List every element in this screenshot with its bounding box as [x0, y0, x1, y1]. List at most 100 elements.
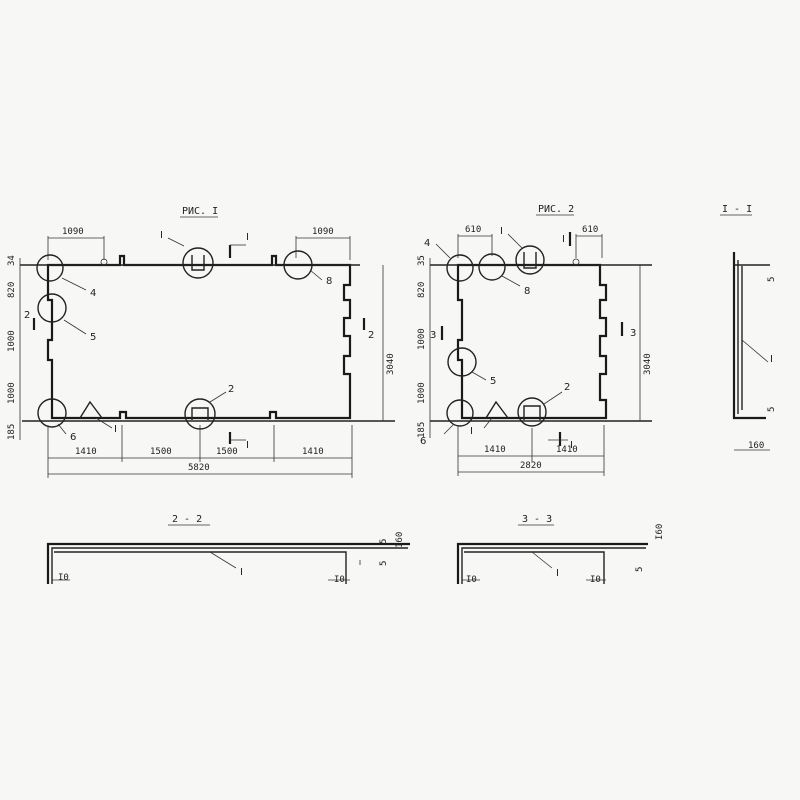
section-mark-label: I — [246, 232, 249, 243]
leader — [57, 423, 67, 435]
sect-2-label: 5 — [379, 539, 389, 544]
leader — [61, 277, 87, 291]
section-mark-label: I — [562, 234, 565, 245]
dim-left-1: 35 — [417, 255, 427, 266]
sect-2-label: 5 — [379, 561, 389, 566]
dim-left-3: 1000 — [7, 330, 17, 352]
sect-i-label: I — [770, 354, 773, 365]
section-2-2-top — [46, 542, 410, 584]
callout-label: 5 — [90, 332, 96, 343]
dim-left-4: 1000 — [417, 382, 427, 404]
dim-top-1: 1090 — [62, 227, 84, 237]
leader — [95, 417, 113, 429]
dim-top-2: 1090 — [312, 227, 334, 237]
section-mark-label: 3 — [430, 330, 436, 341]
dim-left-1: 34 — [7, 255, 17, 266]
leader — [507, 233, 523, 249]
leader — [483, 417, 493, 429]
dim-left-3: 1000 — [417, 328, 427, 350]
callout-label: 2 — [228, 384, 234, 395]
detail-circle-4 — [36, 254, 64, 282]
detail-lug-1 — [191, 255, 205, 271]
leader — [209, 551, 237, 569]
section-3-3: 3 - 3 I60 5 I I0 I0 — [456, 514, 665, 585]
leader — [435, 243, 451, 259]
dim-left-2: 820 — [7, 282, 17, 298]
dim-top-1: 610 — [465, 225, 481, 235]
lifting-loop-fig1 — [79, 400, 103, 419]
section-i-i-outline — [732, 252, 766, 420]
figure-1: РИС. I 1090 1090 1410 1500 — [7, 206, 396, 478]
callout-label: 6 — [70, 432, 76, 443]
dim-bottom-4: 1410 — [302, 447, 324, 457]
callout-label: 8 — [326, 276, 332, 287]
sect-3-label: 5 — [635, 567, 645, 572]
leader — [471, 371, 487, 381]
section-2-2-mid — [51, 547, 408, 584]
dim-top-2: 610 — [582, 225, 598, 235]
detail-circle-6 — [37, 398, 67, 428]
detail-circle-6 — [446, 399, 474, 427]
section-mark-label: I — [570, 440, 573, 451]
dim-left-5: 185 — [7, 424, 17, 440]
section-3-3-title: 3 - 3 — [522, 514, 552, 525]
callout-label: 4 — [90, 288, 96, 299]
panel-2-outline — [456, 263, 608, 420]
section-mark-label: 2 — [368, 330, 374, 341]
dim-bottom-3: 1500 — [216, 447, 238, 457]
panel-1-outline — [46, 254, 352, 420]
leader — [531, 551, 553, 569]
sect-3-label: I0 — [466, 575, 477, 585]
sect-i-label: 160 — [748, 441, 764, 451]
figure-2-title: РИС. 2 — [538, 204, 574, 215]
sect-2-label: I0 — [334, 575, 345, 585]
section-mark-label: 3 — [630, 328, 636, 339]
section-i-i-title: I - I — [722, 204, 752, 215]
dim-bottom-2: 1500 — [150, 447, 172, 457]
section-2-2-title: 2 - 2 — [172, 514, 202, 525]
leader — [543, 391, 563, 405]
section-3-3-mid — [461, 547, 646, 584]
dim-bottom-2: 1410 — [556, 445, 578, 455]
sect-2-label: I0 — [58, 573, 69, 583]
detail-circle-5 — [37, 293, 67, 323]
section-mark-label: 2 — [24, 310, 30, 321]
leader — [501, 275, 521, 287]
detail-circle-4 — [446, 254, 474, 282]
callout-label: 6 — [420, 436, 426, 447]
sect-i-label: 5 — [767, 407, 777, 412]
dim-bottom-1: 1410 — [484, 445, 506, 455]
detail-circle-8 — [478, 253, 506, 281]
dim-left-5: 185 — [417, 422, 427, 438]
leader — [167, 237, 185, 247]
section-2-2: 2 - 2 5 160 5 I I0 I0 — [46, 514, 410, 585]
dim-bottom-1: 1410 — [75, 447, 97, 457]
section-i-i: I - I 5 I 5 160 — [720, 204, 777, 451]
detail-circle-2 — [184, 398, 216, 430]
callout-label: 5 — [490, 376, 496, 387]
callout-label: I — [114, 424, 117, 435]
leader — [309, 269, 323, 281]
section-3-3-top — [456, 542, 648, 584]
sect-i-label: 5 — [767, 277, 777, 282]
leader — [741, 339, 769, 363]
dim-left-4: 1000 — [7, 382, 17, 404]
detail-lug-2 — [191, 407, 209, 420]
leader — [63, 319, 87, 335]
leader — [443, 423, 455, 435]
callout-label: I — [500, 226, 503, 237]
callout-label: 8 — [524, 286, 530, 297]
dim-right-fig2: 3040 — [643, 353, 653, 375]
section-2-2-bottom — [54, 551, 347, 584]
sect-3-label: I0 — [590, 575, 601, 585]
dim-total-fig2: 2820 — [520, 461, 542, 471]
callout-label: 2 — [564, 382, 570, 393]
detail-circle-1 — [515, 245, 545, 275]
callout-label: 4 — [424, 238, 430, 249]
section-3-3-bottom — [464, 551, 605, 584]
detail-circle-2 — [517, 397, 547, 427]
sect-3-label: I60 — [655, 524, 665, 540]
callout-label: I — [160, 230, 163, 241]
detail-circle-5 — [447, 347, 477, 377]
